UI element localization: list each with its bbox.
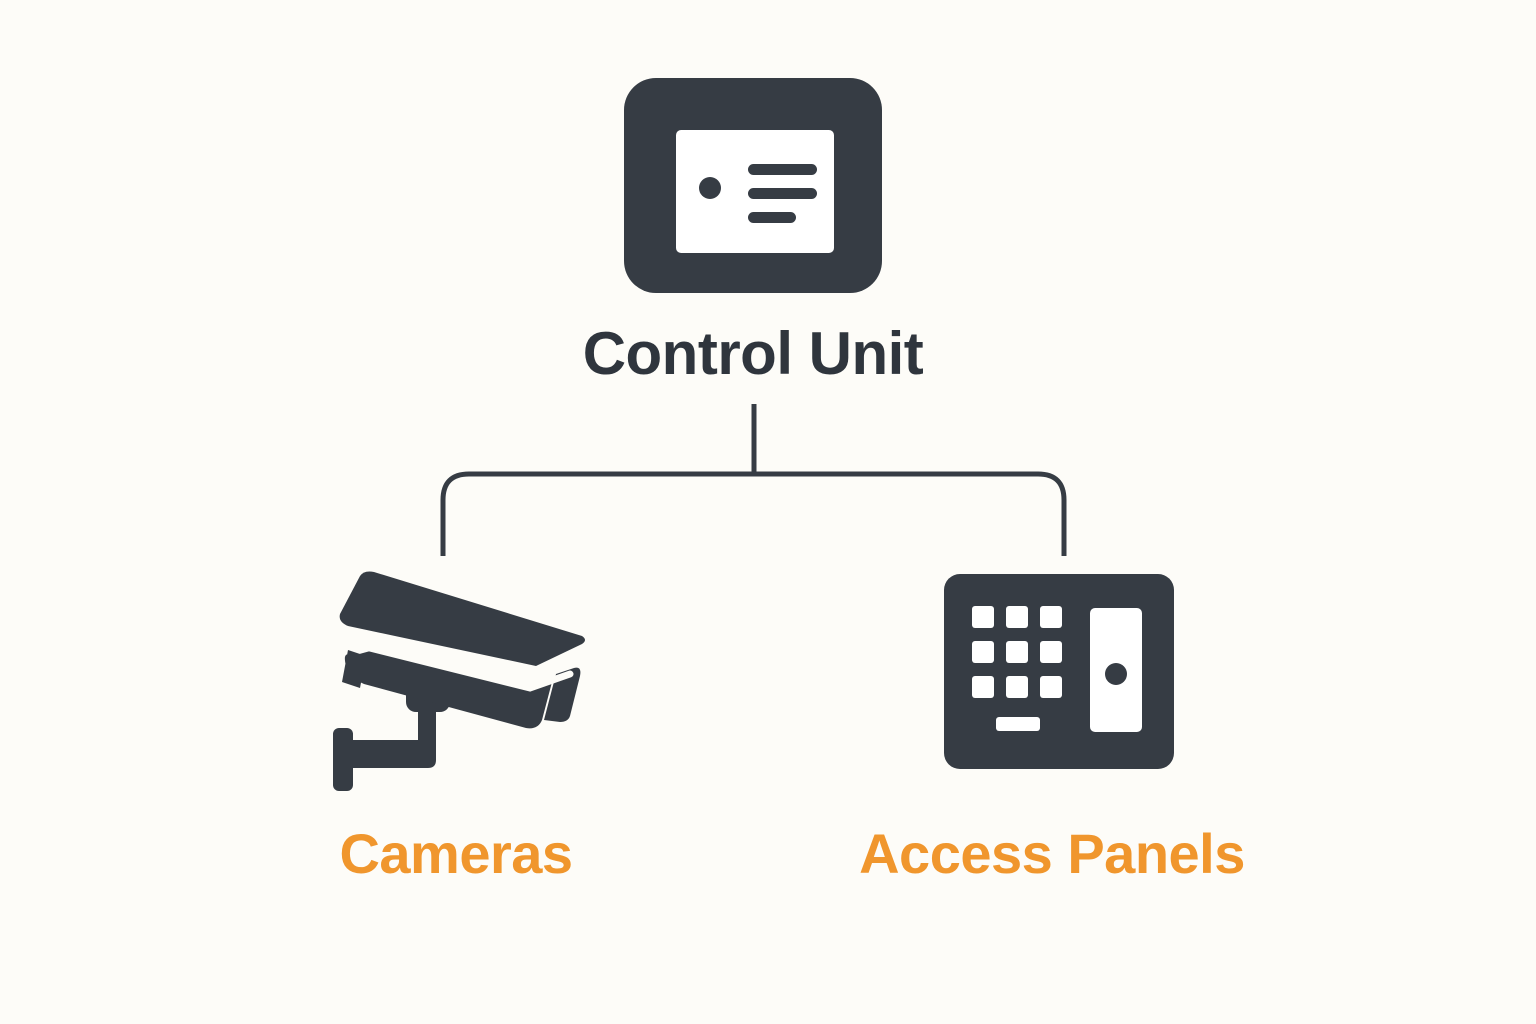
access-panels-label: Access Panels: [859, 822, 1245, 885]
root-node-label: Control Unit: [582, 320, 924, 387]
keypad-access-panel-icon: [944, 574, 1174, 774]
cameras-label: Cameras: [339, 822, 573, 885]
branch-line: [440, 471, 1067, 556]
security-camera-icon: [330, 570, 590, 800]
control-unit-icon: [624, 78, 882, 298]
